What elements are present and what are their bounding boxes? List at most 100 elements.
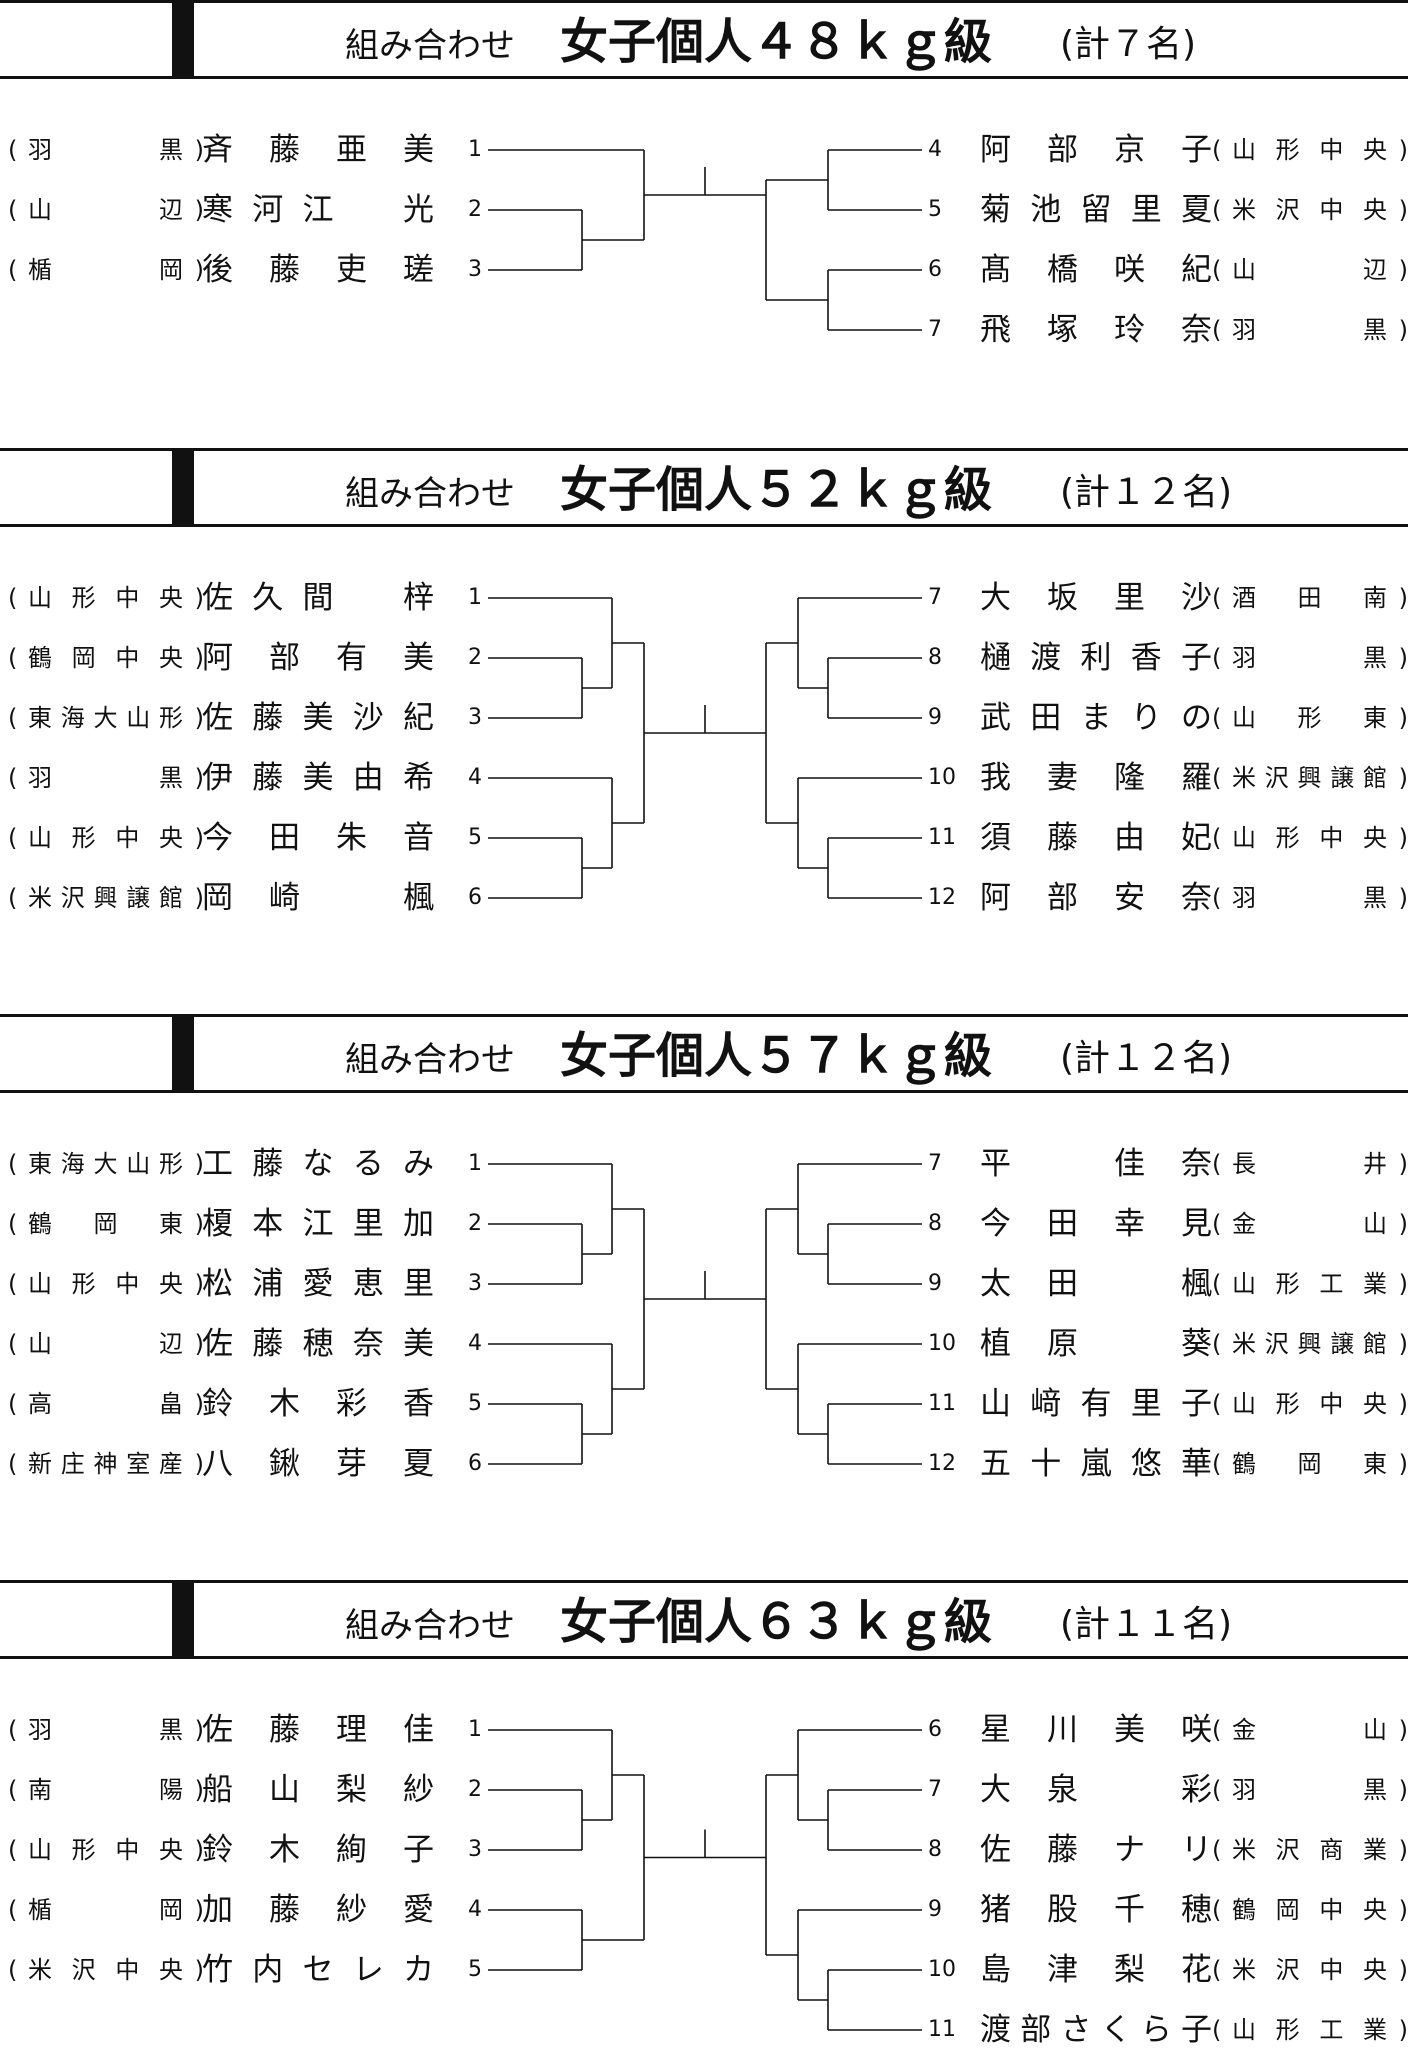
competitor-name: 阿部有美 bbox=[202, 638, 434, 678]
competitor-name-text: 五十嵐悠華 bbox=[980, 1446, 1212, 1482]
paren-open: ( bbox=[1212, 1270, 1222, 1298]
paren-close: ) bbox=[194, 704, 204, 732]
competitor-name-text: 飛塚玲奈 bbox=[980, 312, 1212, 348]
paren-close: ) bbox=[1398, 2016, 1408, 2044]
competitor-name-text: 伊藤美由希 bbox=[202, 760, 434, 796]
seed-number: 7 bbox=[928, 317, 942, 342]
school-label: 米沢商業 bbox=[1232, 1836, 1388, 1864]
paren-open: ( bbox=[8, 1330, 18, 1358]
competitor-name-text: 我妻隆羅 bbox=[980, 760, 1212, 796]
competitor-name: 大坂里沙 bbox=[980, 578, 1212, 618]
header-rule-bottom bbox=[0, 76, 1408, 79]
paren-close: ) bbox=[194, 1210, 204, 1238]
school-label: 米沢中央 bbox=[1232, 196, 1388, 224]
school-label: 東海大山形 bbox=[28, 1150, 184, 1178]
paren-open: ( bbox=[1212, 256, 1222, 284]
paren-close: ) bbox=[194, 196, 204, 224]
school-label: 米沢興譲館 bbox=[1232, 764, 1388, 792]
paren-close: ) bbox=[1398, 1896, 1408, 1924]
header-rule-bottom bbox=[0, 524, 1408, 527]
competitor-name: 佐藤美沙紀 bbox=[202, 698, 434, 738]
competitor-name: 武田まりの bbox=[980, 698, 1212, 738]
paren-open: ( bbox=[1212, 884, 1222, 912]
paren-close: ) bbox=[194, 584, 204, 612]
seed-number: 1 bbox=[468, 137, 482, 162]
seed-number: 8 bbox=[928, 1837, 942, 1862]
competitor-name-text: 佐藤穂奈美 bbox=[202, 1326, 434, 1362]
weight-class-title: 女子個人４８ｋｇ級 bbox=[560, 14, 993, 70]
seed-number: 2 bbox=[468, 645, 482, 670]
competitor-name: 今田朱音 bbox=[202, 818, 434, 858]
paren-open: ( bbox=[1212, 584, 1222, 612]
competitor-name: 山﨑有里子 bbox=[980, 1384, 1212, 1424]
paren-close: ) bbox=[1398, 704, 1408, 732]
competitor-name-text: 佐藤美沙紀 bbox=[202, 700, 434, 736]
school-label: 米沢中央 bbox=[28, 1956, 184, 1984]
paren-open: ( bbox=[8, 1270, 18, 1298]
paren-open: ( bbox=[8, 884, 18, 912]
seed-number: 10 bbox=[928, 765, 956, 790]
seed-number: 9 bbox=[928, 1897, 942, 1922]
paren-close: ) bbox=[1398, 1450, 1408, 1478]
paren-close: ) bbox=[1398, 136, 1408, 164]
paren-open: ( bbox=[1212, 1150, 1222, 1178]
school-label: 山形工業 bbox=[1232, 1270, 1388, 1298]
school-label: 南陽 bbox=[28, 1776, 184, 1804]
competitor-name: 猪股千穂 bbox=[980, 1890, 1212, 1930]
competitor-name: 阿部京子 bbox=[980, 130, 1212, 170]
competitor-name: 佐久間 梓 bbox=[202, 578, 434, 618]
paren-open: ( bbox=[1212, 1210, 1222, 1238]
competitor-name: 阿部安奈 bbox=[980, 878, 1212, 918]
competitor-name-text: 船山梨紗 bbox=[202, 1772, 434, 1808]
school-label: 羽黒 bbox=[1232, 644, 1388, 672]
pairing-label: 組み合わせ bbox=[345, 26, 515, 66]
competitor-name: 髙橋咲紀 bbox=[980, 250, 1212, 290]
paren-open: ( bbox=[8, 1896, 18, 1924]
school-label: 羽黒 bbox=[1232, 1776, 1388, 1804]
competitor-name-text: 須藤由妃 bbox=[980, 820, 1212, 856]
seed-number: 4 bbox=[928, 137, 942, 162]
school-label: 山辺 bbox=[28, 196, 184, 224]
competitor-name-text: 阿部安奈 bbox=[980, 880, 1212, 916]
school-label: 鶴岡中央 bbox=[1232, 1896, 1388, 1924]
competitor-name: 榎本江里加 bbox=[202, 1204, 434, 1244]
paren-close: ) bbox=[194, 884, 204, 912]
paren-open: ( bbox=[1212, 824, 1222, 852]
school-label: 羽黒 bbox=[28, 764, 184, 792]
seed-number: 2 bbox=[468, 1777, 482, 1802]
competitor-name: 佐藤ナリ bbox=[980, 1830, 1212, 1870]
paren-open: ( bbox=[8, 584, 18, 612]
competitor-name: 加藤紗愛 bbox=[202, 1890, 434, 1930]
seed-number: 3 bbox=[468, 1271, 482, 1296]
competitor-name: 佐藤穂奈美 bbox=[202, 1324, 434, 1364]
bracket-lines bbox=[488, 597, 922, 899]
competitor-name: 竹内セレカ bbox=[202, 1950, 434, 1990]
paren-close: ) bbox=[1398, 584, 1408, 612]
paren-close: ) bbox=[1398, 644, 1408, 672]
competitor-name: 大泉 彩 bbox=[980, 1770, 1212, 1810]
paren-close: ) bbox=[1398, 824, 1408, 852]
seed-number: 2 bbox=[468, 1211, 482, 1236]
seed-number: 10 bbox=[928, 1331, 956, 1356]
paren-close: ) bbox=[194, 644, 204, 672]
seed-number: 6 bbox=[928, 1717, 942, 1742]
competitor-name-text: 渡部さくら子 bbox=[980, 2012, 1212, 2048]
paren-open: ( bbox=[8, 136, 18, 164]
paren-open: ( bbox=[1212, 1450, 1222, 1478]
seed-number: 4 bbox=[468, 1331, 482, 1356]
competitor-name-text: 寒河江 光 bbox=[202, 192, 434, 228]
school-label: 山形中央 bbox=[28, 824, 184, 852]
paren-close: ) bbox=[1398, 884, 1408, 912]
competitor-name: 植原 葵 bbox=[980, 1324, 1212, 1364]
